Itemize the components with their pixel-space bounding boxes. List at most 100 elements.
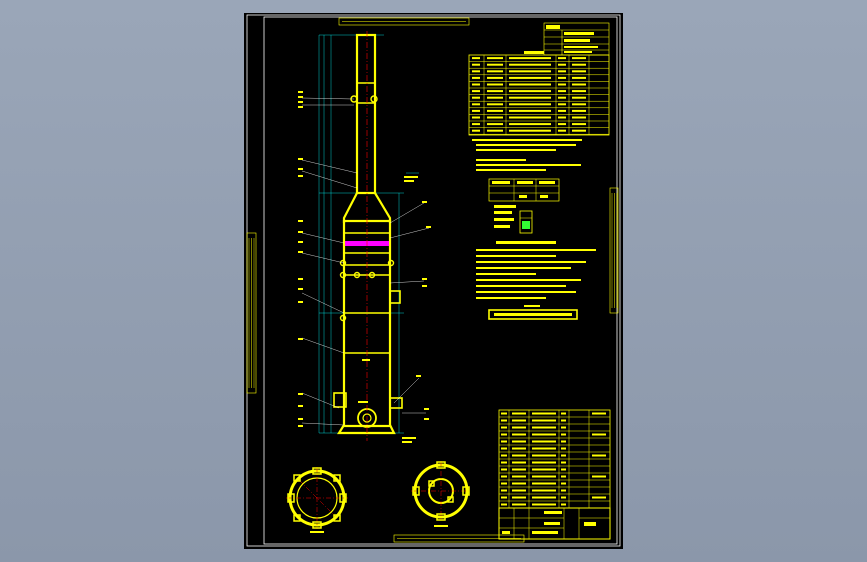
table-cell-text — [532, 489, 556, 492]
table-cell-text — [561, 433, 566, 436]
table-cell-text — [501, 482, 507, 485]
table-cell-text — [487, 83, 503, 86]
weight-bar — [488, 309, 578, 320]
section-right-lugs — [412, 461, 470, 521]
table-cell-text — [572, 103, 586, 106]
table-cell-text — [561, 489, 566, 492]
tower-upper-column — [355, 33, 377, 195]
packing-detail — [494, 205, 533, 234]
table-cell-text — [512, 489, 526, 492]
table-cell-text — [501, 496, 507, 499]
table-cell-text — [501, 433, 507, 436]
table-cell-text — [512, 461, 526, 464]
table-cell-text — [472, 103, 480, 106]
table-cell-text — [487, 76, 503, 79]
technical-notes — [472, 139, 582, 171]
table-cell-text — [512, 503, 526, 506]
table-cell-text — [572, 63, 586, 66]
table-cell-text — [487, 129, 503, 132]
parts-list — [498, 409, 611, 509]
table-cell-text — [472, 116, 480, 119]
tower-label-marks — [358, 176, 418, 443]
leader-lines — [301, 97, 430, 426]
table-cell-text — [561, 468, 566, 471]
drawing-sheet — [244, 13, 623, 549]
table-cell-text — [558, 63, 566, 66]
table-cell-text — [512, 419, 526, 422]
table-cell-text — [532, 475, 556, 478]
table-cell-text — [572, 96, 586, 99]
dimension-lines — [318, 34, 419, 434]
technical-notes-2 — [476, 241, 596, 307]
table-cell-text — [558, 70, 566, 73]
table-cell-text — [592, 433, 606, 436]
tower-bottom-head — [337, 424, 396, 435]
table-cell-text — [561, 461, 566, 464]
table-cell-text — [509, 96, 551, 99]
table-cell-text — [561, 482, 566, 485]
table-cell-text — [558, 96, 566, 99]
table-cell-text — [501, 440, 507, 443]
table-cell-text — [572, 57, 586, 60]
table-cell-text — [558, 123, 566, 126]
section-left-diagonal — [298, 479, 336, 517]
table-cell-text — [472, 57, 480, 60]
table-cell-text — [512, 475, 526, 478]
table-cell-text — [532, 412, 556, 415]
table-cell-text — [509, 129, 551, 132]
table-cell-text — [558, 83, 566, 86]
table-cell-text — [558, 109, 566, 112]
table-cell-text — [509, 83, 551, 86]
section-left-caption — [310, 531, 324, 533]
table-cell-text — [501, 454, 507, 457]
table-cell-text — [558, 57, 566, 60]
table-cell-text — [532, 468, 556, 471]
table-cell-text — [512, 426, 526, 429]
tower-elevation — [298, 31, 431, 443]
table-cell-text — [501, 461, 507, 464]
table-cell-text — [572, 76, 586, 79]
table-cell-text — [592, 412, 606, 415]
table-cell-text — [509, 76, 551, 79]
table-cell-text — [501, 489, 507, 492]
table-cell-text — [509, 116, 551, 119]
table-cell-text — [558, 76, 566, 79]
table-cell-text — [487, 96, 503, 99]
table-cell-text — [487, 116, 503, 119]
section-right-caption — [434, 525, 448, 527]
tower-drawing — [246, 14, 621, 547]
table-cell-text — [558, 129, 566, 132]
parts-list-rows — [499, 412, 610, 509]
table-cell-text — [472, 76, 480, 79]
table-cell-text — [472, 123, 480, 126]
table-cell-text — [509, 103, 551, 106]
table-cell-text — [558, 116, 566, 119]
table-cell-text — [487, 103, 503, 106]
table-cell-text — [561, 426, 566, 429]
nozzle-table — [468, 51, 610, 136]
table-cell-text — [532, 454, 556, 457]
table-cell-text — [472, 129, 480, 132]
table-cell-text — [501, 503, 507, 506]
table-cell-text — [501, 447, 507, 450]
table-cell-text — [561, 475, 566, 478]
table-cell-text — [572, 90, 586, 93]
right-title-strip-hatch — [611, 193, 618, 308]
table-cell-text — [532, 496, 556, 499]
right-title-strip — [609, 187, 619, 314]
table-cell-text — [572, 129, 586, 132]
table-cell-text — [592, 475, 606, 478]
table-cell-text — [501, 475, 507, 478]
table-cell-text — [572, 83, 586, 86]
table-cell-text — [561, 419, 566, 422]
table-cell-text — [532, 447, 556, 450]
table-cell-text — [487, 123, 503, 126]
table-cell-text — [501, 412, 507, 415]
table-cell-text — [501, 468, 507, 471]
revision-block — [543, 22, 610, 56]
table-cell-text — [532, 482, 556, 485]
table-cell-text — [487, 63, 503, 66]
table-cell-text — [512, 447, 526, 450]
table-cell-text — [472, 70, 480, 73]
